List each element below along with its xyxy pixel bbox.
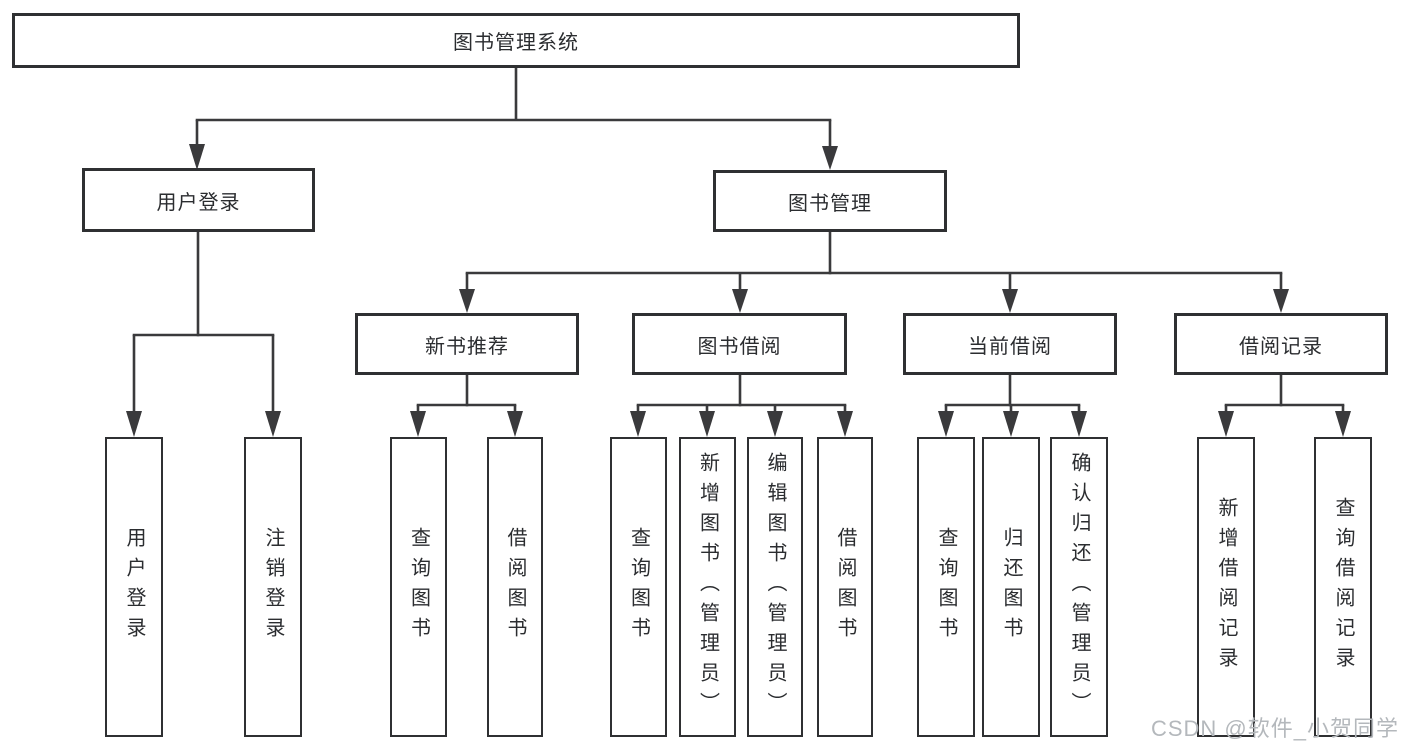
leaf-edit-book-admin: 编辑图书（管理员） xyxy=(747,437,803,737)
node-user-login: 用户登录 xyxy=(82,168,315,232)
node-current-borrow: 当前借阅 xyxy=(903,313,1117,375)
leaf-borrow-books: 借阅图书 xyxy=(817,437,873,737)
leaf-add-borrow-record: 新增借阅记录 xyxy=(1197,437,1255,737)
leaf-return-book: 归还图书 xyxy=(982,437,1040,737)
node-new-book-recommend: 新书推荐 xyxy=(355,313,579,375)
leaf-borrow-books-recommend: 借阅图书 xyxy=(487,437,543,737)
leaf-confirm-return-admin: 确认归还（管理员） xyxy=(1050,437,1108,737)
node-root: 图书管理系统 xyxy=(12,13,1020,68)
node-book-management: 图书管理 xyxy=(713,170,947,232)
leaf-logout: 注销登录 xyxy=(244,437,302,737)
leaf-query-books-recommend: 查询图书 xyxy=(390,437,447,737)
leaf-add-book-admin: 新增图书（管理员） xyxy=(679,437,736,737)
node-book-borrow: 图书借阅 xyxy=(632,313,847,375)
leaf-user-login: 用户登录 xyxy=(105,437,163,737)
watermark: CSDN @软件_小贺同学 xyxy=(1150,716,1399,741)
node-borrow-record: 借阅记录 xyxy=(1174,313,1388,375)
leaf-query-books-borrow: 查询图书 xyxy=(610,437,667,737)
leaf-query-borrow-record: 查询借阅记录 xyxy=(1314,437,1372,737)
leaf-query-books-current: 查询图书 xyxy=(917,437,975,737)
